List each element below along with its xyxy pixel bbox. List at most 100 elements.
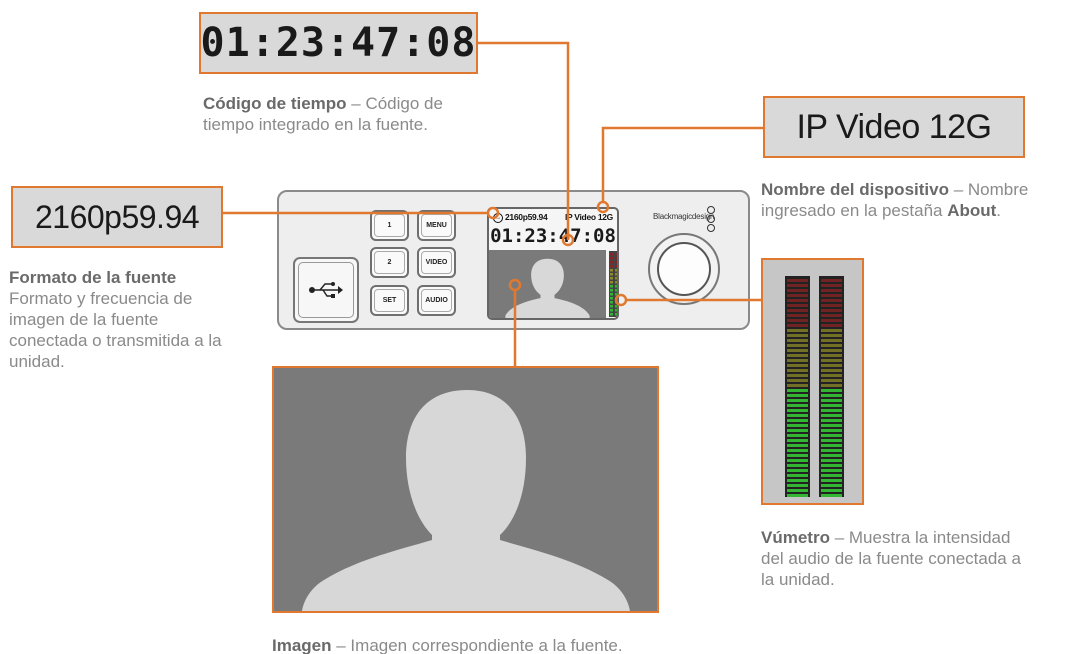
vu-meter-left-channel bbox=[785, 276, 810, 497]
meter-segment bbox=[787, 399, 808, 402]
mini-meter-segment bbox=[615, 309, 617, 312]
meter-segment bbox=[821, 464, 842, 467]
meter-segment bbox=[821, 459, 842, 462]
mini-meter-segment bbox=[615, 285, 617, 288]
usb-icon bbox=[309, 282, 343, 298]
mini-meter-segment bbox=[610, 277, 613, 280]
meter-segment bbox=[787, 439, 808, 442]
mini-meter-segment bbox=[615, 253, 617, 256]
meter-segment bbox=[821, 359, 842, 362]
meter-segment bbox=[821, 364, 842, 367]
meter-segment bbox=[787, 469, 808, 472]
meter-segment bbox=[821, 494, 842, 497]
mini-meter-segment bbox=[610, 273, 613, 276]
mini-meter-segment bbox=[610, 301, 613, 304]
mini-meter-segment bbox=[615, 277, 617, 280]
vu-meter-right-channel bbox=[819, 276, 844, 497]
meter-segment bbox=[787, 314, 808, 317]
meter-segment bbox=[787, 374, 808, 377]
lcd-format-text: 2160p59.94 bbox=[505, 212, 548, 222]
meter-segment bbox=[787, 334, 808, 337]
vu-meter-caption: Vúmetro – Muestra la intensidad del audi… bbox=[761, 527, 1031, 590]
timecode-caption: Código de tiempo – Código de tiempo inte… bbox=[203, 93, 493, 135]
mini-meter-segment bbox=[610, 253, 613, 256]
button-2-label: 2 bbox=[387, 259, 392, 266]
button-1[interactable]: 1 bbox=[370, 210, 409, 241]
person-silhouette-icon bbox=[505, 258, 590, 318]
meter-segment bbox=[787, 309, 808, 312]
image-caption-title: Imagen bbox=[272, 636, 332, 654]
set-button[interactable]: SET bbox=[370, 285, 409, 316]
meter-segment bbox=[821, 449, 842, 452]
mini-meter-segment bbox=[610, 281, 613, 284]
mini-meter-segment bbox=[610, 269, 613, 272]
menu-button-label: MENU bbox=[426, 222, 447, 229]
set-button-label: SET bbox=[382, 297, 397, 304]
meter-segment bbox=[787, 474, 808, 477]
meter-segment bbox=[821, 324, 842, 327]
meter-segment bbox=[787, 354, 808, 357]
video-button-label: VIDEO bbox=[425, 259, 448, 266]
meter-segment bbox=[787, 369, 808, 372]
audio-button[interactable]: AUDIO bbox=[417, 285, 456, 316]
meter-segment bbox=[821, 294, 842, 297]
device-name-caption-end: . bbox=[996, 201, 1002, 220]
mini-meter-segment bbox=[610, 289, 613, 292]
meter-segment bbox=[787, 449, 808, 452]
image-callout bbox=[272, 366, 659, 613]
meter-segment bbox=[787, 329, 808, 332]
meter-segment bbox=[787, 444, 808, 447]
meter-segment bbox=[787, 344, 808, 347]
meter-segment bbox=[821, 384, 842, 387]
mini-meter-segment bbox=[615, 265, 617, 268]
meter-segment bbox=[787, 434, 808, 437]
meter-segment bbox=[821, 454, 842, 457]
meter-segment bbox=[821, 394, 842, 397]
meter-segment bbox=[787, 409, 808, 412]
mini-meter-segment bbox=[615, 289, 617, 292]
meter-segment bbox=[787, 289, 808, 292]
button-2[interactable]: 2 bbox=[370, 247, 409, 278]
control-knob[interactable] bbox=[648, 233, 720, 305]
meter-segment bbox=[821, 299, 842, 302]
meter-segment bbox=[821, 334, 842, 337]
meter-segment bbox=[787, 384, 808, 387]
timecode-caption-title: Código de tiempo bbox=[203, 94, 347, 113]
button-1-label: 1 bbox=[387, 222, 392, 229]
menu-button[interactable]: MENU bbox=[417, 210, 456, 241]
meter-segment bbox=[821, 469, 842, 472]
meter-segment bbox=[787, 359, 808, 362]
meter-segment bbox=[821, 284, 842, 287]
meter-segment bbox=[787, 379, 808, 382]
meter-segment bbox=[787, 464, 808, 467]
meter-segment bbox=[787, 394, 808, 397]
mini-meter-segment bbox=[610, 305, 613, 308]
mini-meter-segment bbox=[615, 305, 617, 308]
mini-meter-segment bbox=[610, 309, 613, 312]
meter-segment bbox=[821, 319, 842, 322]
image-caption-text: – Imagen correspondiente a la fuente. bbox=[331, 636, 623, 654]
vu-meter-caption-text: – Muestra la intensidad del audio de la … bbox=[761, 528, 1021, 589]
image-caption: Imagen – Imagen correspondiente a la fue… bbox=[272, 635, 672, 654]
meter-segment bbox=[821, 489, 842, 492]
meter-segment bbox=[821, 309, 842, 312]
meter-segment bbox=[787, 304, 808, 307]
video-button[interactable]: VIDEO bbox=[417, 247, 456, 278]
mini-meter-segment bbox=[610, 297, 613, 300]
meter-segment bbox=[821, 279, 842, 282]
meter-segment bbox=[821, 354, 842, 357]
lcd-format: →2160p59.94 bbox=[493, 212, 548, 223]
timecode-callout: 01:23:47:08 bbox=[199, 12, 478, 74]
meter-segment bbox=[787, 364, 808, 367]
mini-meter-segment bbox=[610, 265, 613, 268]
device-name-caption: Nombre del dispositivo – Nombre ingresad… bbox=[761, 179, 1061, 221]
source-format-caption-text: Formato y frecuencia de imagen de la fue… bbox=[9, 289, 222, 371]
device-name-caption-title: Nombre del dispositivo bbox=[761, 180, 949, 199]
meter-segment bbox=[787, 279, 808, 282]
mini-meter-segment bbox=[615, 281, 617, 284]
meter-segment bbox=[821, 404, 842, 407]
meter-segment bbox=[787, 324, 808, 327]
mini-meter-segment bbox=[615, 269, 617, 272]
